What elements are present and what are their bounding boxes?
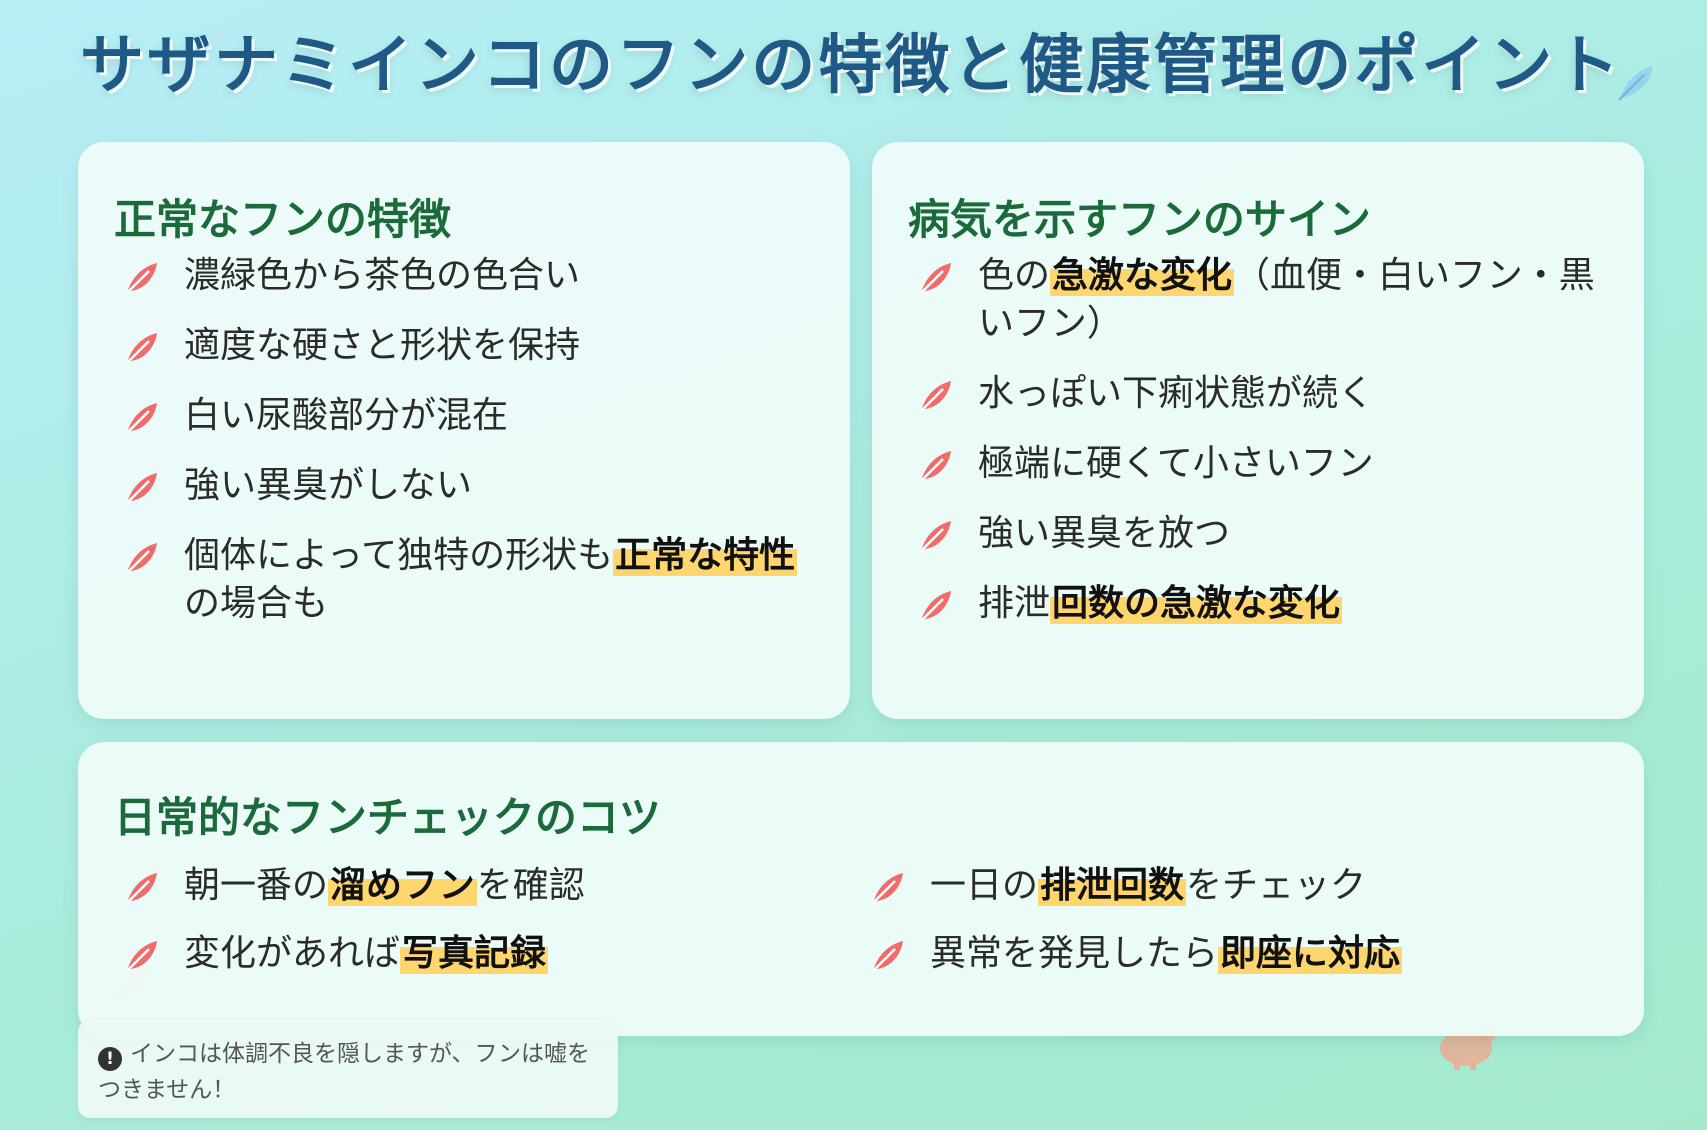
- list-item: 変化があれば写真記録: [122, 930, 822, 978]
- item-text: 朝一番の: [184, 865, 329, 906]
- item-text: 強い異臭を放つ: [978, 513, 1231, 554]
- daily-check-tips-card: 日常的なフンチェックのコツ 朝一番の溜めフンを確認 変化があれば写真記録 一日の…: [78, 742, 1644, 1036]
- feather-icon: [872, 873, 903, 904]
- item-text: を確認: [476, 865, 585, 906]
- feather-icon: [126, 941, 157, 972]
- disease-list: 色の急激な変化（血便・白いフン・黒いフン） 水っぽい下痢状態が続く 極端に硬くて…: [916, 252, 1621, 650]
- item-text: 排泄: [978, 583, 1051, 624]
- item-text: 変化があれば: [184, 933, 401, 974]
- list-item: 強い異臭を放つ: [916, 510, 1621, 558]
- feather-icon: [1618, 66, 1653, 101]
- list-item: 個体によって独特の形状も正常な特性の場合も: [122, 532, 827, 628]
- note-text: インコは体調不良を隠しますが、フンは嘘をつきません！: [98, 1041, 590, 1103]
- list-item: 極端に硬くて小さいフン: [916, 440, 1621, 488]
- feather-icon: [126, 403, 157, 434]
- page-title: サザナミインコのフンの特徴と健康管理のポイント: [80, 29, 1623, 103]
- list-item: 水っぽい下痢状態が続く: [916, 370, 1621, 418]
- feather-icon: [920, 263, 951, 294]
- list-item: 強い異臭がしない: [122, 462, 827, 510]
- item-text: をチェック: [1186, 865, 1367, 906]
- feather-icon: [920, 521, 951, 552]
- item-text: 個体によって独特の形状も: [184, 535, 614, 576]
- list-item: 朝一番の溜めフンを確認: [122, 862, 822, 910]
- feather-icon: [126, 543, 157, 574]
- tips-list-left: 朝一番の溜めフンを確認 変化があれば写真記録: [122, 862, 822, 998]
- card-title: 正常なフンの特徴: [114, 195, 451, 244]
- highlight-text: 回数の急激な変化: [1050, 583, 1343, 624]
- feather-icon: [920, 381, 951, 412]
- list-item: 色の急激な変化（血便・白いフン・黒いフン）: [916, 252, 1621, 348]
- item-text: 異常を発見したら: [930, 933, 1219, 974]
- item-text: 白い尿酸部分が混在: [184, 395, 509, 436]
- list-item: 白い尿酸部分が混在: [122, 392, 827, 440]
- feather-icon: [126, 873, 157, 904]
- disease-sign-card: 病気を示すフンのサイン 色の急激な変化（血便・白いフン・黒いフン） 水っぽい下痢…: [872, 142, 1644, 719]
- normal-list: 濃緑色から茶色の色合い 適度な硬さと形状を保持 白い尿酸部分が混在 強い異臭がし…: [122, 252, 827, 650]
- item-text: 濃緑色から茶色の色合い: [184, 255, 581, 296]
- feather-icon: [126, 473, 157, 504]
- feather-icon: [920, 451, 951, 482]
- highlight-text: 急激な変化: [1050, 255, 1235, 296]
- list-item: 排泄回数の急激な変化: [916, 580, 1621, 628]
- item-text: 水っぽい下痢状態が続く: [978, 373, 1375, 414]
- highlight-text: 写真記録: [400, 933, 549, 974]
- exclamation-circle-icon: !: [98, 1047, 122, 1071]
- item-text: 強い異臭がしない: [184, 465, 473, 506]
- highlight-text: 排泄回数: [1038, 865, 1187, 906]
- item-text: 適度な硬さと形状を保持: [184, 325, 581, 366]
- footer-note: !インコは体調不良を隠しますが、フンは嘘をつきません！: [78, 1020, 618, 1118]
- list-item: 一日の排泄回数をチェック: [868, 862, 1608, 910]
- feather-icon: [920, 591, 951, 622]
- highlight-text: 即座に対応: [1218, 933, 1403, 974]
- list-item: 異常を発見したら即座に対応: [868, 930, 1608, 978]
- item-text: （血便・白いフン・黒いフン）: [978, 255, 1595, 344]
- feather-icon: [126, 333, 157, 364]
- list-item: 濃緑色から茶色の色合い: [122, 252, 827, 300]
- tips-list-right: 一日の排泄回数をチェック 異常を発見したら即座に対応: [868, 862, 1608, 998]
- card-title: 日常的なフンチェックのコツ: [114, 793, 661, 842]
- item-text: 一日の: [930, 865, 1039, 906]
- item-text: 極端に硬くて小さいフン: [978, 443, 1374, 484]
- feather-icon: [126, 263, 157, 294]
- feather-icon: [206, 25, 230, 49]
- highlight-text: 正常な特性: [613, 535, 798, 576]
- item-text: 色の: [978, 255, 1051, 296]
- feather-icon: [872, 941, 903, 972]
- card-title: 病気を示すフンのサイン: [908, 195, 1371, 244]
- normal-stool-card: 正常なフンの特徴 濃緑色から茶色の色合い 適度な硬さと形状を保持 白い尿酸部分が…: [78, 142, 850, 719]
- list-item: 適度な硬さと形状を保持: [122, 322, 827, 370]
- highlight-text: 溜めフン: [328, 865, 477, 906]
- item-text: の場合も: [184, 583, 329, 624]
